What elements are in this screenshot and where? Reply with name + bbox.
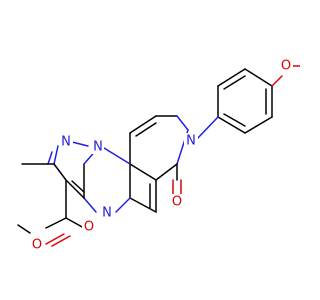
ester-group [17,179,89,247]
pyridinone-ring [129,115,189,181]
nitrogen-label: N [61,135,71,150]
oxygen-label: O [84,220,94,235]
lactam-carbonyl [172,163,182,195]
n-aryl-bond [195,116,219,141]
oxygen-label: O [172,195,182,210]
nitrogen-label: N [186,134,196,149]
chemical-structure-diagram: N O O N N N O O [17,58,300,253]
pyrimidine-ring [83,147,157,213]
nitrogen-label: N [102,206,112,221]
oxygen-label: O [281,59,291,74]
pyrazole-ring [47,140,89,199]
methoxy-group [271,65,300,87]
atom-labels: N O O N N N O O [30,58,293,253]
methoxyphenyl-ring [217,68,273,134]
oxygen-label: O [32,238,42,253]
nitrogen-label: N [93,140,103,155]
